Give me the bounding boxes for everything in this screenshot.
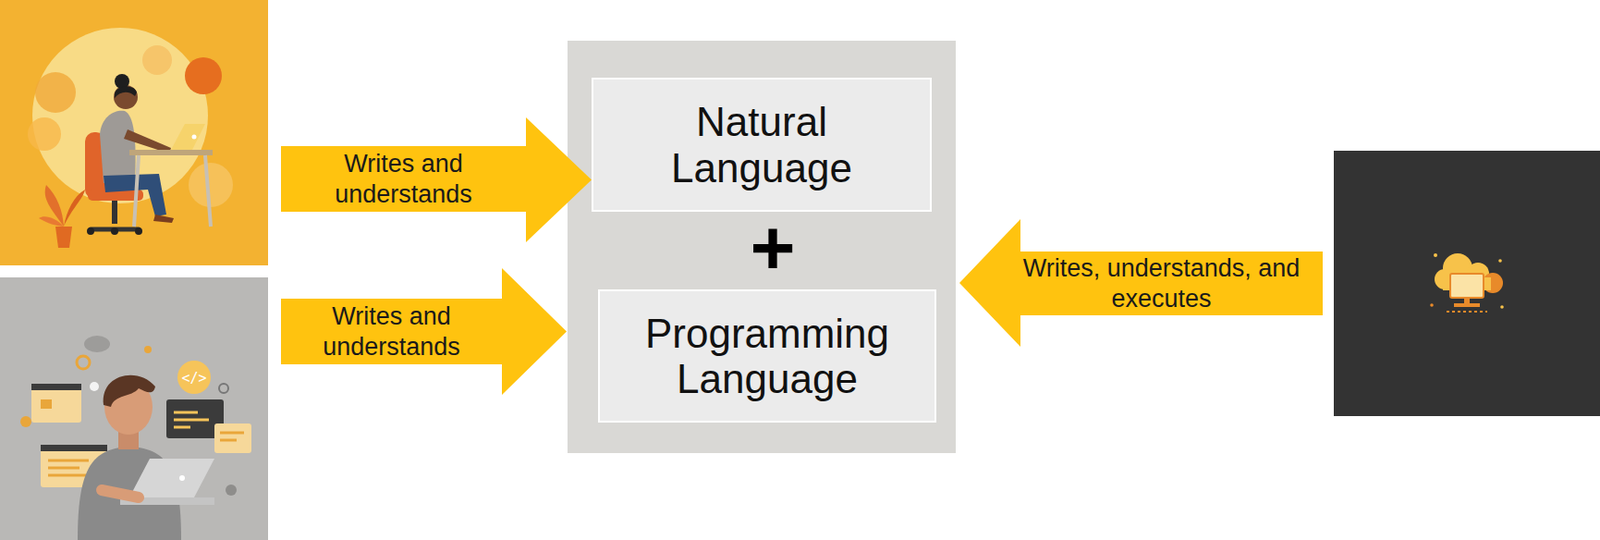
arrow-shape [959,219,1323,347]
arrow-text-region: Writes, understands, and executes [1000,251,1323,316]
arrow-shape [280,268,567,395]
box-label: Natural Language [613,98,910,191]
block-arrow [280,268,567,395]
block-arrow [959,219,1323,347]
plus-sign: + [735,205,810,291]
illustration-writer [0,0,269,266]
arrow-label-shape: Writes and understands [280,117,592,243]
illustration-cloud-computer [1333,150,1600,416]
arrow-text-wrap: Writes and understands [299,301,485,362]
language-box: Natural Language [591,77,932,212]
illustration-programmer: </> [0,277,269,540]
arrow-label: Writes, understands, and executes [1023,253,1301,314]
svg-text:</>: </> [181,369,207,387]
arrow-text-wrap: Writes and understands [311,148,497,209]
arrow-shape [280,117,592,243]
box-label: Programming Language [619,310,916,403]
arrow-label-shape: Writes, understands, and executes [959,219,1323,347]
arrow-label: Writes and understands [299,301,485,362]
arrow-text-wrap: Writes, understands, and executes [1023,253,1301,314]
arrow-label-shape: Writes and understands [280,268,567,395]
arrow-text-region: Writes and understands [280,298,502,365]
language-box: Programming Language [598,289,937,423]
arrow-label: Writes and understands [311,148,497,209]
arrow-text-region: Writes and understands [280,146,526,212]
